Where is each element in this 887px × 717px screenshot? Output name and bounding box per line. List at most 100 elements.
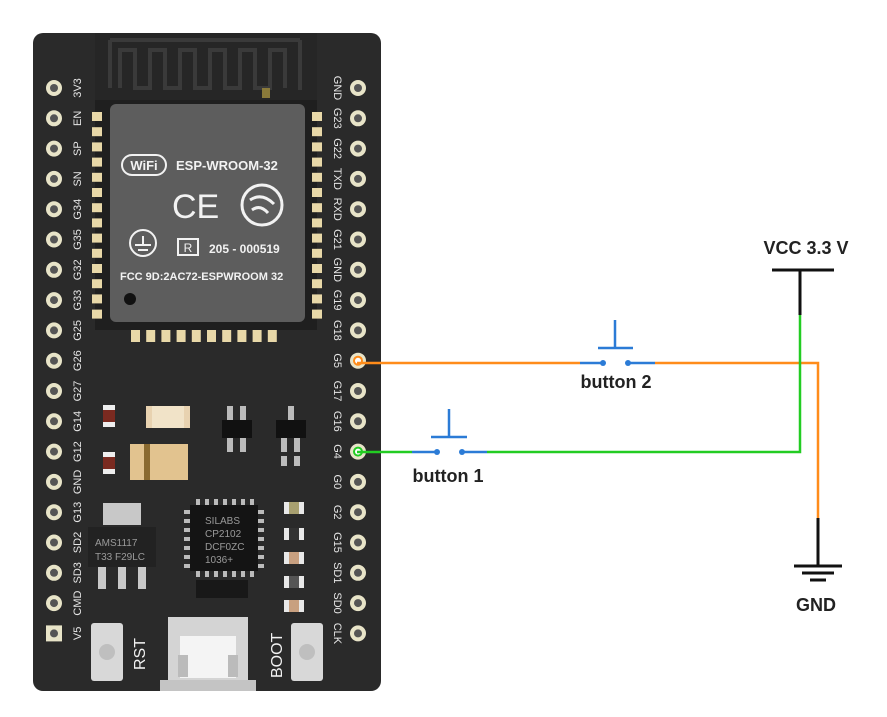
module-pad — [207, 330, 216, 342]
pin-hole — [50, 235, 58, 244]
pin-label-right: SD1 — [331, 562, 343, 583]
pin-label-left: 3V3 — [72, 78, 84, 98]
pin-label-right: G23 — [331, 108, 343, 129]
pin-label-right: SD0 — [331, 592, 343, 613]
module-pad — [312, 294, 322, 304]
module-pad — [131, 330, 140, 342]
pin-label-right: G21 — [331, 229, 343, 250]
pin-hole — [50, 508, 58, 517]
module-pad — [312, 188, 322, 197]
module-pad — [92, 294, 102, 304]
module-pad — [161, 330, 171, 342]
pin-label-right: G15 — [331, 532, 343, 553]
pin-hole — [50, 538, 58, 547]
pin-hole — [354, 326, 362, 335]
module-pads — [92, 112, 322, 319]
module-pad — [92, 309, 102, 319]
pin-hole — [50, 417, 58, 426]
pin-label-right: GND — [331, 76, 343, 101]
pin-label-right: G5 — [331, 353, 343, 368]
vcc-label: VCC 3.3 V — [763, 238, 848, 258]
module-pad — [312, 309, 322, 319]
pin-hole — [354, 417, 362, 426]
pin-label-left: G34 — [72, 199, 84, 220]
module-pad — [312, 248, 322, 258]
wire-button1-to-vcc — [487, 315, 802, 454]
pin-label-right: G0 — [331, 475, 343, 490]
module-pad — [312, 112, 322, 121]
module-pad — [92, 218, 102, 228]
svg-text:AMS1117: AMS1117 — [95, 538, 138, 549]
espressif-logo-icon — [240, 183, 284, 227]
pin-hole — [354, 114, 362, 123]
module-pad — [176, 330, 186, 342]
boot-button[interactable] — [291, 623, 323, 681]
pin-label-right: TXD — [331, 168, 343, 190]
wifi-logo: WiFi — [121, 154, 167, 176]
svg-text:SILABS: SILABS — [205, 516, 240, 527]
pushbutton-2-symbol — [580, 320, 655, 366]
module-pad — [146, 330, 156, 342]
module-name: ESP-WROOM-32 — [176, 158, 278, 173]
pin-hole — [50, 387, 58, 395]
module-pad — [92, 157, 102, 167]
pin-hole — [354, 205, 362, 214]
module-pad — [312, 233, 322, 243]
pin-hole — [354, 568, 362, 577]
module-pad — [312, 142, 322, 152]
esp-wroom-32-module — [110, 104, 305, 322]
smd-components — [103, 405, 306, 612]
vcc-symbol — [772, 268, 834, 315]
pin-label-left: G13 — [72, 502, 84, 523]
pin-hole — [354, 235, 362, 244]
cert-number: 205 - 000519 — [209, 242, 280, 256]
right-pin-header: GNDG23G22TXDRXDG21GNDG19G18G5G17G16G4G0G… — [331, 76, 366, 645]
button-1-label: button 1 — [413, 466, 484, 486]
pin-hole — [354, 629, 362, 638]
module-pad — [92, 203, 102, 213]
svg-text:WiFi: WiFi — [130, 158, 157, 173]
pin-label-right: CLK — [331, 623, 343, 645]
pin-label-right: G19 — [331, 290, 343, 311]
pin-hole — [50, 114, 58, 123]
pin-hole — [50, 599, 58, 608]
pin-hole — [354, 144, 362, 153]
pin-label-left: G12 — [72, 441, 84, 462]
pin-hole — [354, 174, 362, 183]
pin-label-left: G33 — [72, 290, 84, 311]
micro-usb-port[interactable] — [160, 617, 256, 691]
pin-label-left: SN — [72, 171, 84, 186]
pin-hole — [354, 84, 362, 92]
pushbutton-1-symbol — [412, 409, 487, 455]
module-pad — [92, 233, 102, 243]
module-pad — [312, 127, 322, 137]
module-pad — [312, 157, 322, 167]
pin-hole — [50, 205, 58, 214]
pin-label-left: GND — [72, 470, 84, 495]
boot-label: BOOT — [269, 632, 286, 678]
left-pin-header: 3V3ENSPSNG34G35G32G33G25G26G27G14G12GNDG… — [46, 78, 84, 642]
module-pad — [92, 188, 102, 197]
pin-label-right: GND — [331, 258, 343, 283]
ams1117-regulator: AMS1117 T33 F29LC — [88, 503, 156, 589]
rst-button[interactable] — [91, 623, 123, 681]
pin-label-left: SD3 — [72, 562, 84, 583]
module-pad — [222, 330, 232, 342]
module-pad — [312, 203, 322, 213]
rst-label: RST — [132, 638, 149, 670]
module-pad — [92, 112, 102, 121]
pin-label-right: G22 — [331, 138, 343, 159]
pin-hole — [354, 599, 362, 608]
pin-hole — [50, 326, 58, 335]
fcc-id: FCC 9D:2AC72-ESPWROOM 32 — [120, 271, 283, 283]
module-pad — [312, 279, 322, 289]
pin-label-left: V5 — [72, 627, 84, 640]
module-pad — [92, 279, 102, 289]
pin-label-left: CMD — [72, 591, 84, 616]
pin1-dot — [124, 293, 136, 305]
pin-hole — [354, 387, 362, 395]
module-bottom-pads — [131, 330, 277, 342]
module-pad — [191, 330, 201, 342]
pin-hole — [354, 265, 362, 274]
pin-label-right: G17 — [331, 381, 343, 402]
